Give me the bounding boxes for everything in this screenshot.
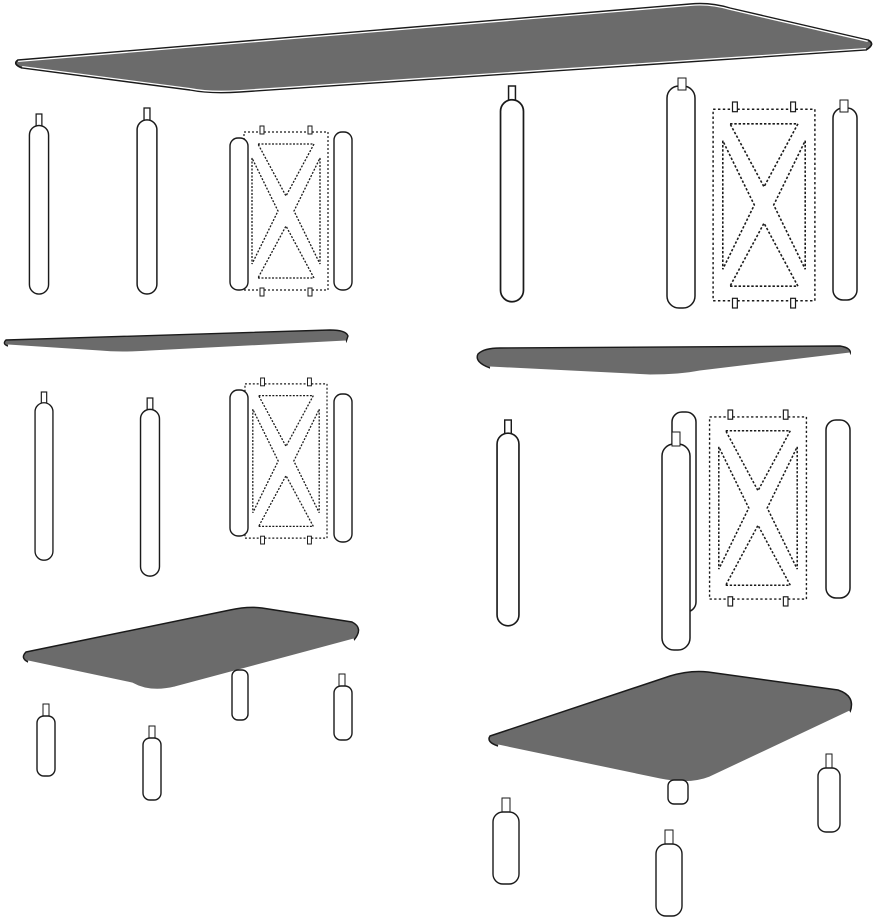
bottom-left-shelf [22, 606, 360, 692]
middle-right-post-1 [496, 419, 520, 627]
upper-right-brace-panel [666, 77, 858, 309]
bottom-right-foot-2 [817, 753, 841, 833]
top-panel [14, 1, 873, 95]
middle-left-post-1 [34, 391, 54, 561]
upper-left-brace-panel [229, 125, 353, 297]
upper-left-post-2 [136, 107, 158, 295]
bottom-right-foot-3 [492, 797, 520, 885]
middle-right-brace-panel [661, 409, 851, 651]
middle-left-shelf [3, 329, 349, 355]
upper-right-post-1 [499, 85, 525, 303]
bottom-right-shelf [488, 670, 853, 785]
upper-left-post-1 [28, 113, 50, 295]
bottom-left-foot-2 [333, 673, 353, 741]
middle-left-brace-panel [229, 377, 353, 545]
bottom-right-foot-1 [667, 779, 689, 805]
middle-left-post-2 [139, 397, 161, 577]
middle-right-shelf [476, 345, 851, 378]
bottom-right-foot-4 [655, 829, 683, 917]
bottom-left-foot-1 [231, 669, 249, 721]
bottom-left-foot-4 [142, 725, 162, 801]
bottom-left-foot-3 [36, 703, 56, 777]
